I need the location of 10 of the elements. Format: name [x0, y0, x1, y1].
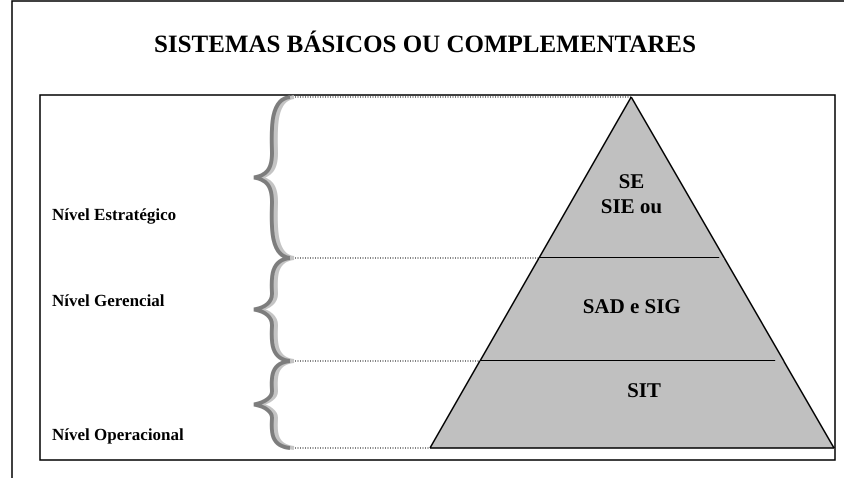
level-label: Nível Operacional [52, 425, 184, 445]
pyramid-layer [430, 361, 834, 448]
layer-label: SE SIE ou [600, 169, 664, 220]
pyramid-layer [480, 258, 784, 361]
pyramid-layer [538, 97, 724, 258]
level-label: Nível Gerencial [52, 291, 165, 311]
layer-label: SAD e SIG [582, 294, 682, 320]
title: SISTEMAS BÁSICOS OU COMPLEMENTARES [152, 30, 697, 60]
layer-label: SIT [626, 378, 662, 404]
level-label: Nível Estratégico [52, 205, 176, 225]
